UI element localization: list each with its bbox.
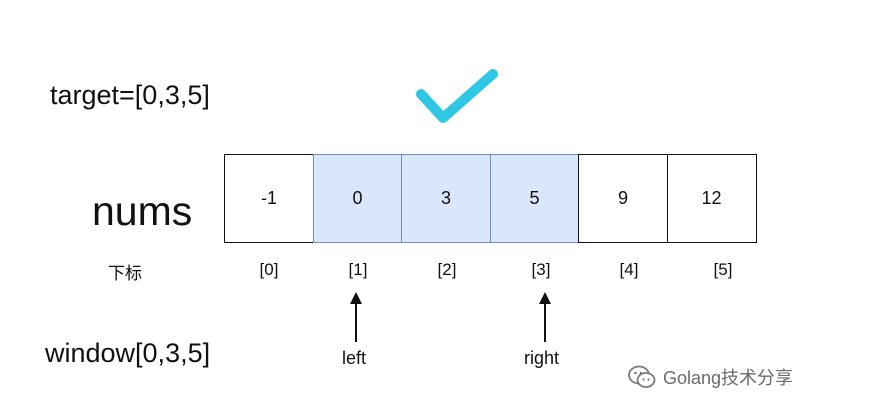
array-cell: 9 [578,154,668,243]
array-cell-in-window: 3 [401,154,491,243]
array-cell: 12 [666,154,757,243]
index-title: 下标 [108,264,142,283]
watermark-text: Golang技术分享 [663,368,794,388]
array-cell: -1 [224,154,314,243]
nums-label: nums [92,188,193,234]
index-label: [5] [713,260,733,279]
left-arrow-icon [350,292,362,342]
right-pointer-label: right [524,348,560,368]
right-arrow-icon [539,292,551,342]
watermark: Golang技术分享 [627,364,793,390]
index-label: [0] [259,260,279,279]
index-label: [2] [437,260,457,279]
checkmark-icon [416,69,498,123]
left-pointer-label: left [342,348,367,368]
window-label: window[0,3,5] [45,338,211,368]
target-label: target=[0,3,5] [50,80,210,110]
index-label: [3] [531,260,551,279]
array-cells: -1 0 3 5 9 12 [224,154,757,243]
index-label: [4] [619,260,639,279]
array-cell-in-window: 5 [489,154,580,243]
index-label: [1] [348,260,368,279]
array-cell-in-window: 0 [312,154,403,243]
wechat-icon [628,365,656,388]
